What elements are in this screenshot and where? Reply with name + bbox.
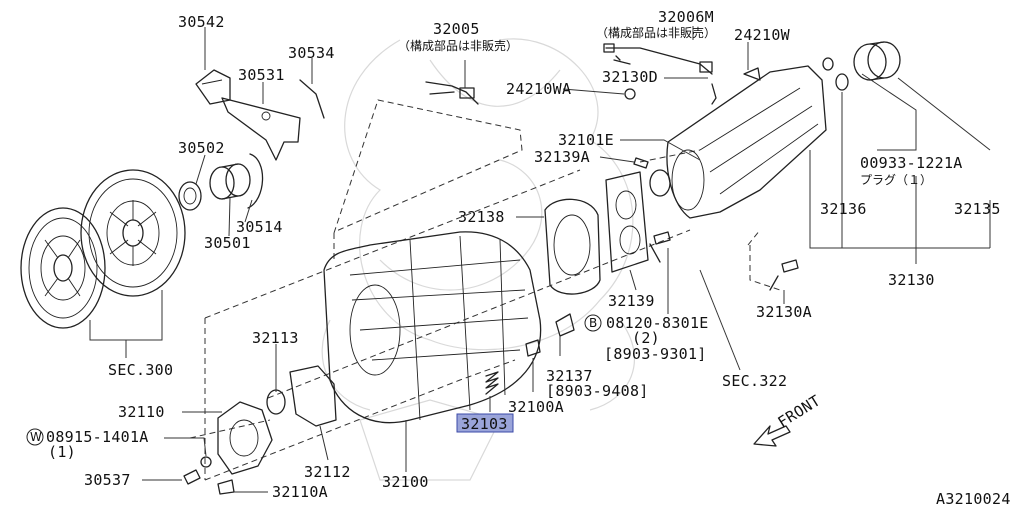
harness-32005-part xyxy=(425,81,479,105)
harness-32006m-part xyxy=(605,47,713,75)
label-08120: 08120-8301E xyxy=(606,314,709,332)
highlight-box xyxy=(456,413,514,433)
extension-housing-part xyxy=(666,65,827,219)
front-label: FRONT xyxy=(775,391,824,431)
label-30502: 30502 xyxy=(178,139,225,157)
assembly-dashed-outline xyxy=(189,99,781,481)
label-32110a: 32110A xyxy=(272,483,328,501)
label-32112: 32112 xyxy=(304,463,351,481)
washer-type-w-icon xyxy=(26,428,44,446)
bolt-part xyxy=(633,157,649,169)
label-32100: 32100 xyxy=(382,473,429,491)
label-00933: 00933-1221A xyxy=(860,154,963,172)
plug-32100a-part xyxy=(525,339,541,357)
lever-spring-part xyxy=(299,79,325,119)
plug-washer-part xyxy=(822,57,834,71)
bolt-30537-part xyxy=(183,469,201,485)
adapter-plate-part xyxy=(544,198,601,295)
label-32135: 32135 xyxy=(954,200,1001,218)
label-08915: 08915-1401A xyxy=(46,428,149,446)
bolt-08120-part xyxy=(649,231,671,263)
part-labels: 30542 30534 30531 30502 30514 30501 3200… xyxy=(26,8,1011,508)
label-32130: 32130 xyxy=(888,271,935,289)
sec300-bracket xyxy=(89,290,163,341)
note-32005: （構成部品は非販売） xyxy=(398,38,518,53)
date-08120: [8903-9301] xyxy=(604,345,707,363)
release-bearing-part xyxy=(178,181,202,211)
label-32006m: 32006M xyxy=(658,8,714,26)
withdrawal-lever-part xyxy=(221,97,301,161)
label-30534: 30534 xyxy=(288,44,335,62)
label-24210wa: 24210WA xyxy=(506,80,571,98)
qty-08915: (1) xyxy=(48,443,76,461)
label-32101e: 32101E xyxy=(558,131,614,149)
washer-08915-part xyxy=(200,456,212,468)
oil-seal-part xyxy=(649,169,671,197)
plug-part xyxy=(835,73,849,91)
bolt-32110a-part xyxy=(217,479,235,495)
label-08915-type: W xyxy=(30,430,42,444)
front-cover-part xyxy=(217,401,273,475)
note-00933: プラグ（１） xyxy=(860,173,932,187)
label-32005: 32005 xyxy=(433,20,480,38)
label-sec300: SEC.300 xyxy=(108,361,173,379)
clutch-disc-part xyxy=(20,207,106,329)
leader-lines xyxy=(142,26,991,493)
label-30514: 30514 xyxy=(236,218,283,236)
label-24210w: 24210W xyxy=(734,26,791,44)
spring-32103-part xyxy=(485,371,499,395)
clutch-cover-part xyxy=(80,169,186,297)
label-sec322: SEC.322 xyxy=(722,372,787,390)
switch-32137-part xyxy=(555,313,575,337)
label-32139: 32139 xyxy=(608,292,655,310)
bolt-32130a-part xyxy=(769,259,799,291)
label-32130d: 32130D xyxy=(602,68,658,86)
gasket-32112-part xyxy=(289,365,337,427)
qty-08120: (2) xyxy=(632,329,660,347)
label-30537: 30537 xyxy=(84,471,131,489)
bolt-type-b-icon xyxy=(584,314,602,332)
rear-cap-part xyxy=(853,41,901,81)
label-32100a: 32100A xyxy=(508,398,564,416)
gasket-plate-part xyxy=(605,171,649,273)
label-30542: 30542 xyxy=(178,13,225,31)
date-32137: [8903-9408] xyxy=(546,382,649,400)
sensor-24210wa-part xyxy=(624,88,636,100)
label-32137: 32137 xyxy=(546,367,593,385)
label-32138: 32138 xyxy=(458,208,505,226)
label-32103: 32103 xyxy=(461,415,508,433)
diagram-id: A3210024 xyxy=(936,490,1011,508)
front-arrow-icon xyxy=(753,425,791,447)
seal-32113-part xyxy=(266,389,286,415)
label-32136: 32136 xyxy=(820,200,867,218)
label-32110: 32110 xyxy=(118,403,165,421)
bearing-sleeve-part xyxy=(209,163,251,200)
label-08120-type: B xyxy=(589,316,597,330)
label-30501: 30501 xyxy=(204,234,251,252)
label-32139a: 32139A xyxy=(534,148,590,166)
label-32130a: 32130A xyxy=(756,303,812,321)
note-32006m: （構成部品は非販売） xyxy=(596,25,716,40)
connector-32130d-part xyxy=(711,83,717,105)
transmission-case-part xyxy=(323,231,542,424)
switch-24210w-part xyxy=(743,67,761,81)
label-32113: 32113 xyxy=(252,329,299,347)
boot-part xyxy=(195,69,231,105)
spring-clip-part xyxy=(247,153,264,209)
label-30531: 30531 xyxy=(238,66,285,84)
